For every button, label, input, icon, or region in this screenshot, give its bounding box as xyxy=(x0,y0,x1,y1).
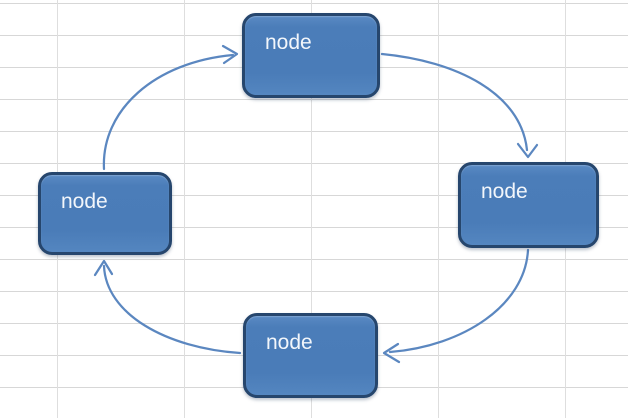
arrow-right-to-bottom[interactable] xyxy=(382,248,530,364)
arrowhead-right-icon xyxy=(221,44,239,65)
node-label: node xyxy=(265,31,312,54)
arrow-left-to-top[interactable] xyxy=(102,44,239,171)
cycle-node-bottom[interactable]: node xyxy=(243,313,378,398)
cycle-node-top[interactable]: node xyxy=(242,13,380,98)
node-label: node xyxy=(481,180,528,203)
cycle-node-left[interactable]: node xyxy=(38,172,172,255)
node-label: node xyxy=(61,190,108,213)
arrowhead-left-icon xyxy=(382,342,401,364)
cycle-node-right[interactable]: node xyxy=(458,162,599,248)
arrow-bottom-to-left[interactable] xyxy=(93,259,242,355)
node-label: node xyxy=(266,331,313,354)
arrow-top-to-right[interactable] xyxy=(380,52,539,159)
arrowhead-down-icon xyxy=(516,142,539,159)
arrowhead-up-icon xyxy=(93,259,114,277)
